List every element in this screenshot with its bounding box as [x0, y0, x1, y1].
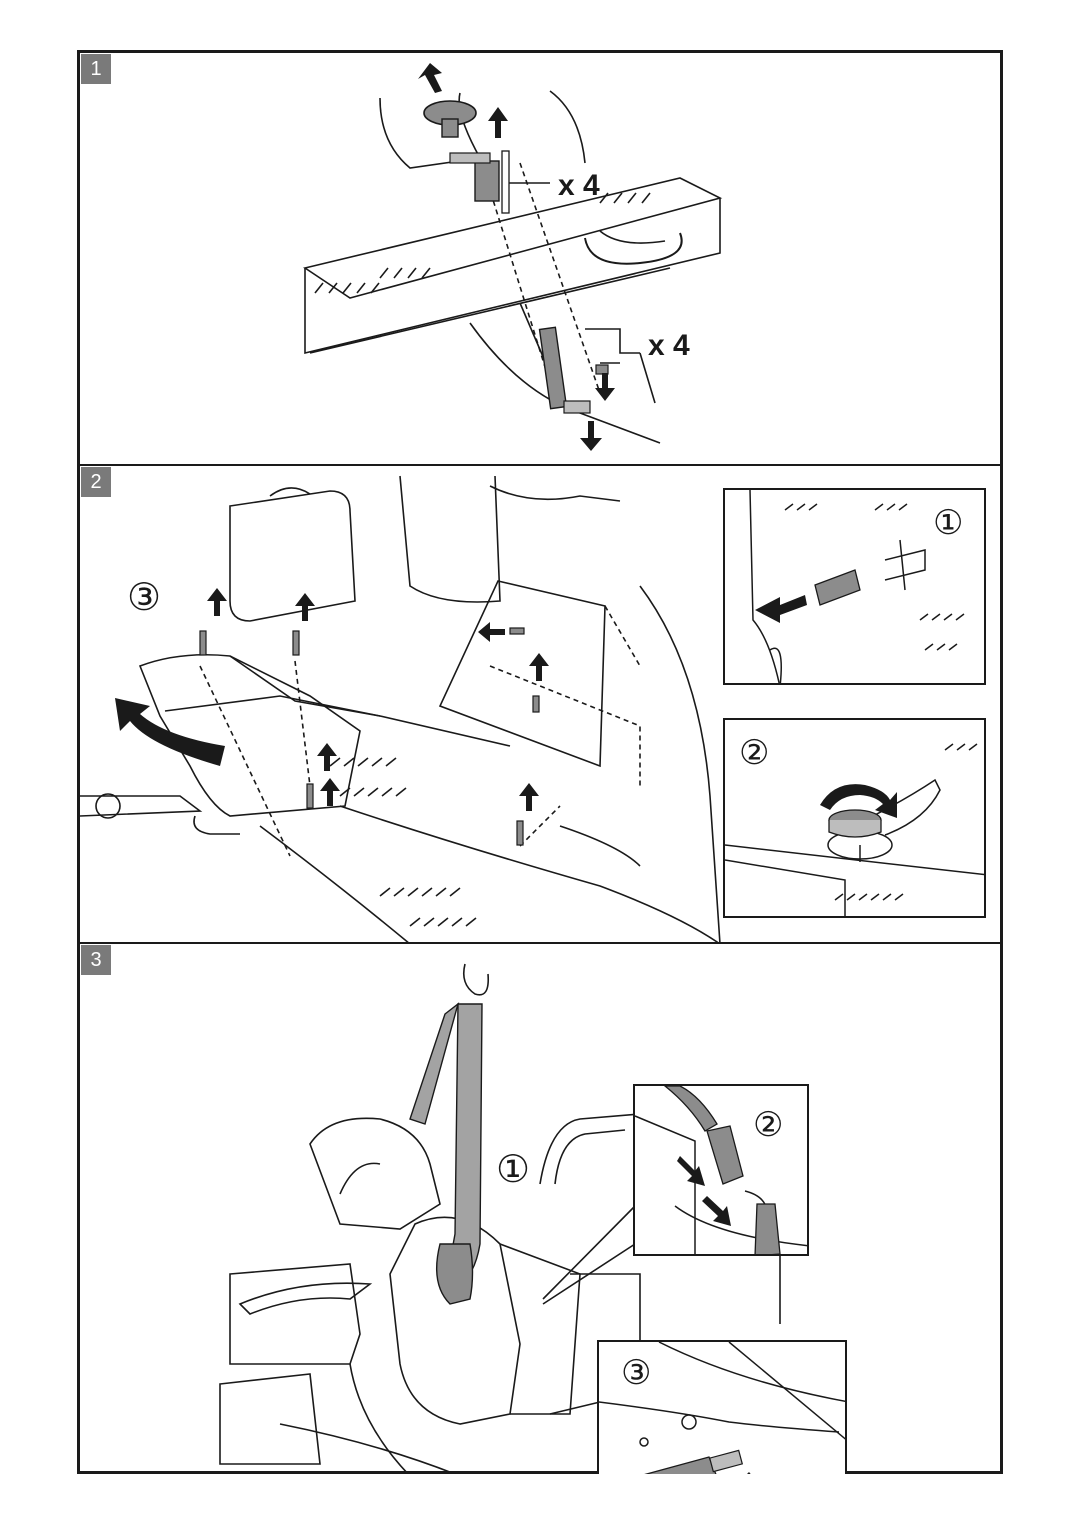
- inset-3-number: ③: [621, 1353, 652, 1393]
- step-badge-3: 3: [81, 945, 111, 975]
- inset-1-number: ①: [933, 503, 964, 543]
- callout-3-label: ③: [127, 575, 162, 619]
- seat-removal-illustration: [80, 475, 721, 942]
- strap-callout-1: ①: [496, 1147, 531, 1191]
- panel-step-1: 1: [80, 53, 1000, 464]
- inset-2-number-step3: ②: [753, 1105, 784, 1145]
- inset-1-pin-removal: ①: [723, 488, 986, 685]
- inset-2-knob-turn: ②: [723, 718, 986, 918]
- panel-step-3: 3: [80, 942, 1000, 1474]
- inset-2-connector: ②: [633, 1084, 809, 1256]
- inset-3-gas-strut: ③: [597, 1340, 847, 1474]
- seat-bracket-illustration: [303, 63, 723, 451]
- instruction-sheet-frame: 1: [77, 50, 1003, 1474]
- quantity-label-top: x 4: [558, 169, 600, 202]
- step-badge-2: 2: [81, 467, 111, 497]
- tractor-lift-illustration: [219, 963, 781, 1474]
- inset-2-number: ②: [739, 733, 770, 773]
- quantity-label-bottom: x 4: [648, 329, 690, 362]
- panel-step-2: 2: [80, 464, 1000, 942]
- step-badge-1: 1: [81, 54, 111, 84]
